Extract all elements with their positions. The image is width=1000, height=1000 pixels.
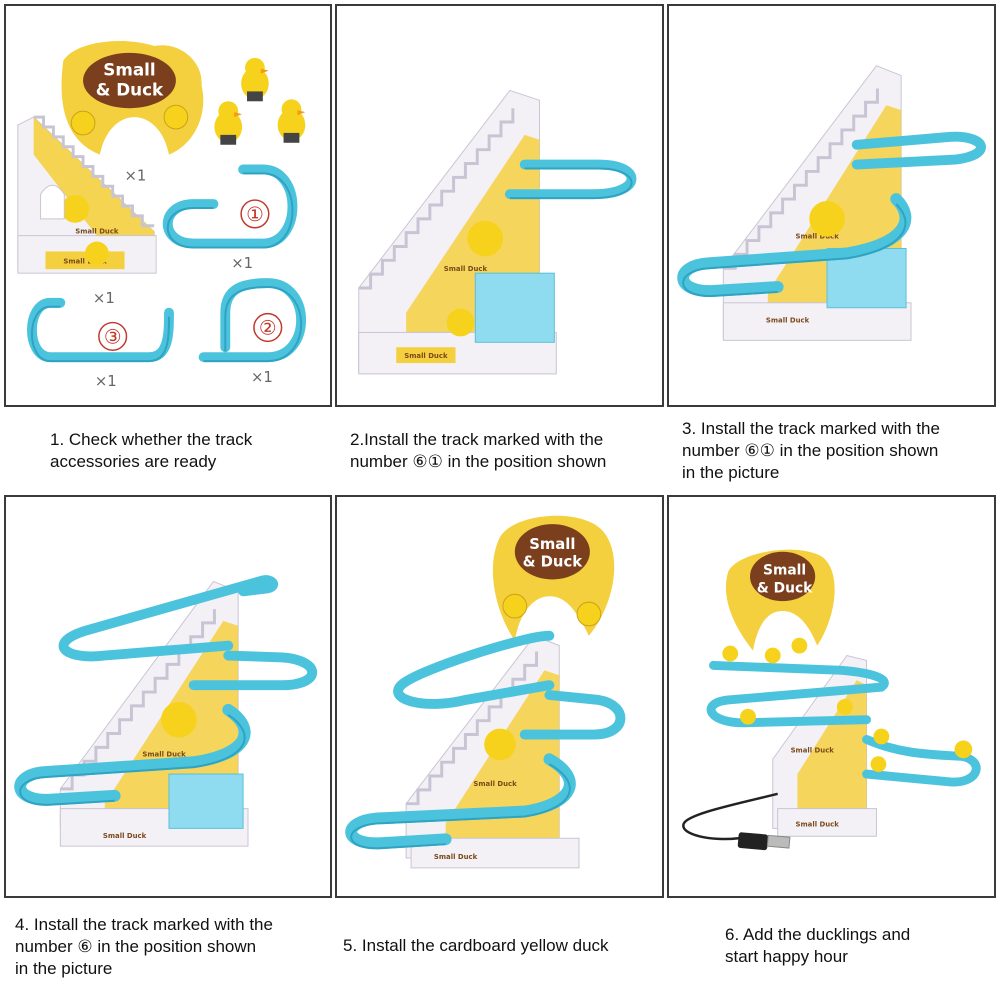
duckling-icon	[722, 645, 739, 662]
base-label: Small Duck	[766, 317, 810, 325]
track-piece-3: ③	[27, 297, 174, 363]
step3-panel: Small Duck Small Duck	[667, 4, 996, 407]
stairs-label: Small Duck	[796, 233, 840, 241]
step2-illustration: Small Duck Small Duck	[358, 89, 637, 375]
track-piece-2: ②	[198, 278, 306, 363]
duckling-icon	[277, 99, 306, 143]
track-number-2: ②	[259, 316, 277, 339]
stairs-unit: Small Duck Small Duck	[722, 65, 912, 341]
step6-panel: Small & Duck Small Duck Small Duck	[667, 495, 996, 898]
qty-track3: ×1	[95, 373, 117, 390]
sign-text-line1: Small	[763, 563, 806, 579]
stairs-unit: Small Duck Small Duck	[358, 89, 557, 375]
track-bottom	[345, 753, 576, 850]
qty-track1: ×1	[231, 255, 253, 272]
stairs-unit: Small Duck Small Duck	[59, 580, 249, 847]
track-number-3: ③	[104, 325, 122, 348]
track-piece-1	[504, 159, 637, 200]
duckling-icon	[740, 708, 756, 725]
usb-cable	[682, 792, 791, 851]
base-label: Small Duck	[434, 853, 478, 861]
track-piece-3	[677, 193, 912, 297]
step3-illustration: Small Duck Small Duck	[677, 65, 986, 341]
duckling-icon	[870, 756, 887, 773]
track-top	[58, 575, 279, 662]
step6-caption: 6. Add the ducklings and start happy hou…	[725, 925, 911, 966]
base-label: Small Duck	[796, 820, 840, 828]
step5-caption: 5. Install the cardboard yellow duck	[343, 936, 609, 955]
step4-caption: 4. Install the track marked with the num…	[15, 915, 273, 978]
track-piece-1: ①	[163, 164, 298, 249]
qty-sign: ×1	[125, 167, 147, 184]
base-label: Small Duck	[404, 352, 448, 360]
track-middle	[188, 650, 317, 691]
stairs-label: Small Duck	[791, 746, 835, 754]
duckling-icon	[954, 740, 973, 759]
step5-illustration: Small & Duck Small Duck Small Duck	[345, 515, 626, 869]
track-piece-1	[851, 131, 986, 170]
step1-panel: Small & Duck ×1 Small Duck Small Duck ×1	[4, 4, 332, 407]
step4-panel: Small Duck Small Duck	[4, 495, 332, 898]
track-top	[706, 660, 889, 728]
track-middle	[519, 690, 626, 740]
sign-text-line1: Small	[103, 60, 155, 80]
duckling-icon	[873, 728, 890, 745]
track-top	[393, 630, 555, 709]
qty-track2: ×1	[251, 369, 273, 386]
stairs-unit: Small Duck Small Duck	[772, 654, 877, 837]
duckling-icon	[241, 57, 269, 102]
step1-caption: 1. Check whether the track accessories a…	[50, 430, 253, 471]
stairs-label: Small Duck	[142, 750, 186, 758]
step2-panel: Small Duck Small Duck	[335, 4, 664, 407]
duckling-figures	[214, 57, 306, 145]
duckling-figures	[722, 637, 973, 773]
cardboard-duck-sign: Small & Duck	[61, 41, 204, 155]
stairs-label: Small Duck	[473, 780, 517, 788]
stairs-label: Small Duck	[444, 265, 488, 273]
cardboard-duck-sign: Small & Duck	[725, 549, 835, 651]
duckling-icon	[214, 101, 243, 145]
duckling-icon	[791, 637, 808, 654]
track-bottom	[14, 703, 251, 806]
step4-illustration: Small Duck Small Duck	[14, 575, 317, 847]
step5-panel: Small & Duck Small Duck Small Duck	[335, 495, 664, 898]
base-label: Small Duck	[63, 257, 107, 265]
accessories-illustration: Small & Duck ×1 Small Duck Small Duck ×1	[17, 41, 306, 390]
base-label: Small Duck	[103, 832, 147, 840]
stairs-unit: Small Duck Small Duck	[17, 115, 157, 274]
step2-caption: 2.Install the track marked with the numb…	[350, 430, 607, 471]
qty-stairs: ×1	[93, 290, 115, 307]
sign-text-line2: & Duck	[96, 79, 164, 99]
step3-caption: 3. Install the track marked with the num…	[682, 419, 940, 482]
sign-text-line1: Small	[529, 536, 575, 553]
track-number-1: ①	[246, 203, 264, 226]
step6-illustration: Small & Duck Small Duck Small Duck	[682, 549, 981, 851]
duckling-icon	[836, 698, 853, 715]
duckling-icon	[764, 647, 781, 664]
sign-text-line2: & Duck	[757, 580, 813, 596]
sign-text-line2: & Duck	[523, 554, 584, 571]
cardboard-duck-sign: Small & Duck	[492, 515, 615, 641]
stairs-label: Small Duck	[75, 228, 119, 236]
